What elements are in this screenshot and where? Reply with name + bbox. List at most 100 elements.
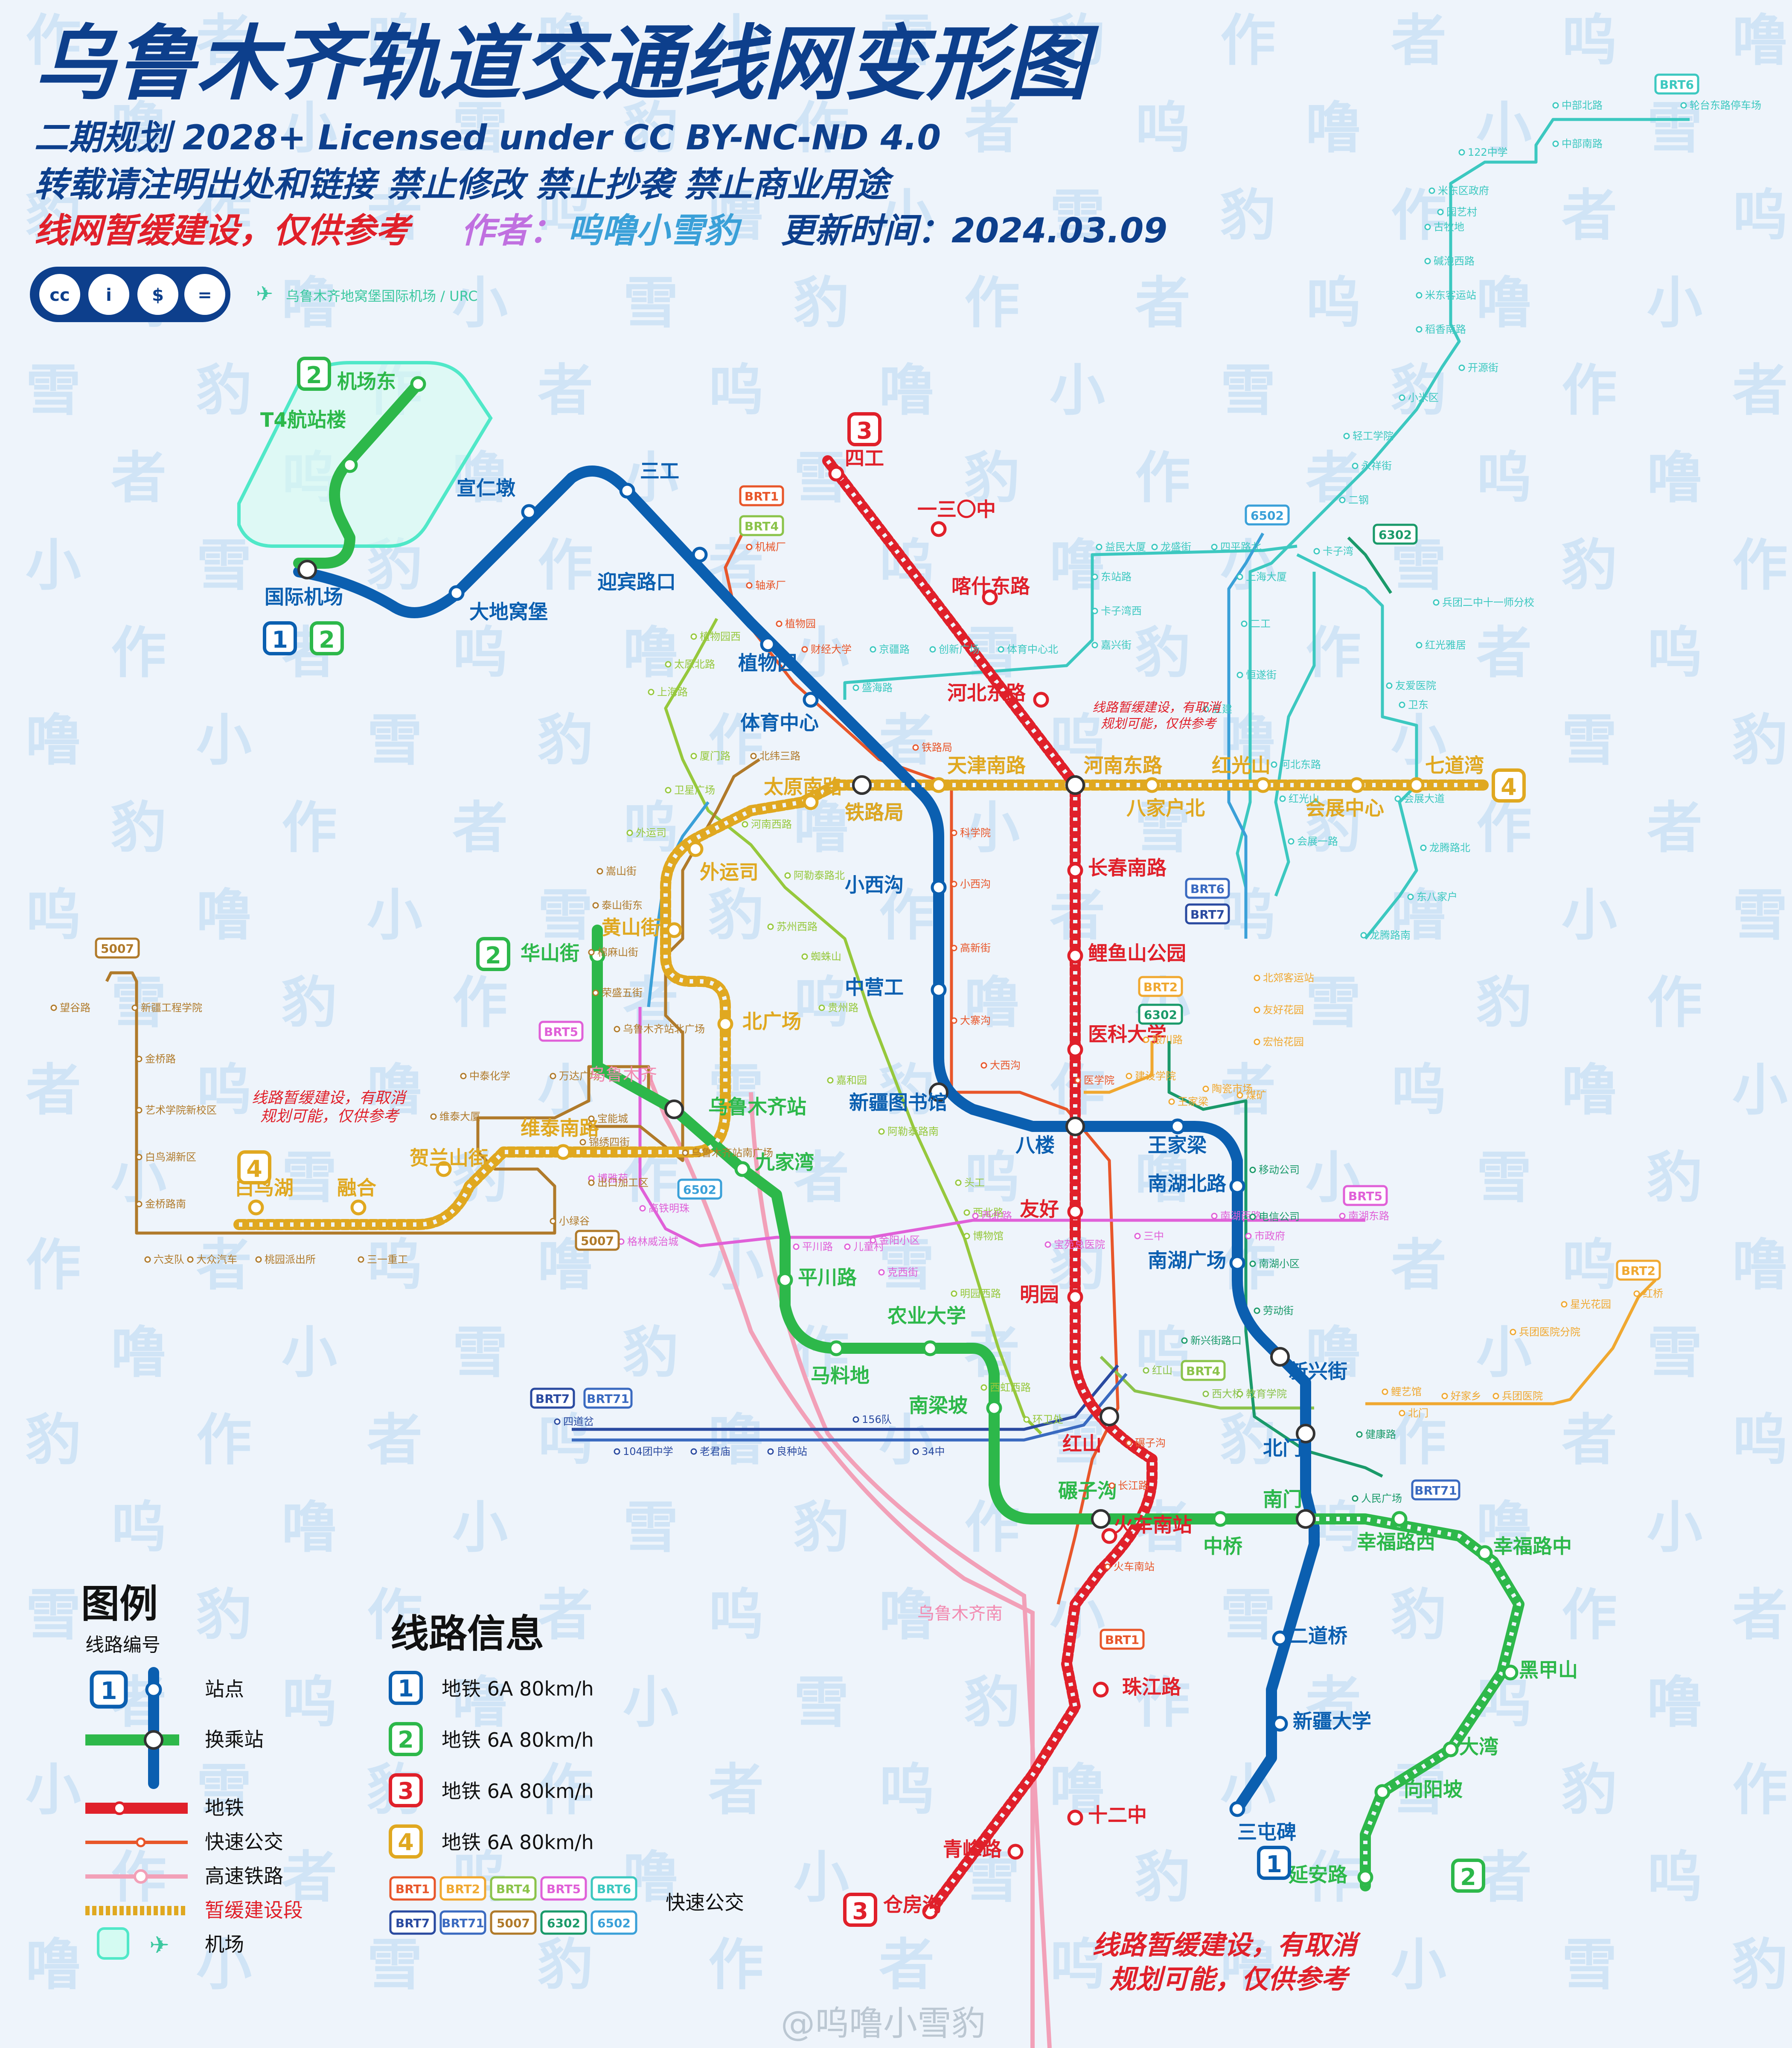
- line2-station-dot[interactable]: [1443, 1741, 1459, 1757]
- line4-station-dot[interactable]: [717, 1016, 733, 1032]
- line4-station-dot[interactable]: [666, 922, 682, 938]
- line1-station-dot[interactable]: [1272, 1716, 1288, 1732]
- watermark-glyph: 者: [196, 8, 252, 73]
- line1-station-dot[interactable]: [1229, 1255, 1245, 1271]
- line4-station-label: 黄山街: [602, 916, 660, 939]
- line1-station-dot[interactable]: [1065, 1117, 1085, 1136]
- line4-station-dot[interactable]: [931, 777, 947, 793]
- line4-station-label: 七道湾: [1425, 754, 1484, 777]
- map-line-badges: 2 1 2 3 2 4 4 1 2 3: [237, 357, 1526, 1927]
- brt6-stop-dot: [929, 646, 936, 653]
- line1-station-dot[interactable]: [803, 692, 819, 708]
- line3-station-dot[interactable]: [931, 521, 947, 537]
- l5007-stop-dot: [550, 1073, 556, 1079]
- line3-station-dot[interactable]: [1067, 948, 1083, 964]
- line3-station-dot[interactable]: [1067, 1289, 1083, 1305]
- line2-station-dot[interactable]: [1391, 1511, 1408, 1527]
- line3-station-dot[interactable]: [1007, 1844, 1024, 1860]
- brt6-stop-label: 龙腾路北: [1429, 842, 1470, 854]
- line2-station-dot[interactable]: [1502, 1664, 1519, 1681]
- line1-station-dot[interactable]: [1229, 1178, 1245, 1194]
- line4-station-dot[interactable]: [852, 775, 872, 795]
- brt1-stop-dot: [746, 544, 753, 550]
- line2-station-dot[interactable]: [664, 1100, 684, 1119]
- watermark-glyph: 作: [1391, 183, 1446, 248]
- line4-station-dot[interactable]: [1349, 777, 1365, 793]
- badge-line3-south: 3: [852, 1898, 868, 1925]
- brt5-stop-label: 博雅苑: [597, 1172, 628, 1184]
- brt6-stop-dot: [1420, 844, 1427, 851]
- line4-station-dot[interactable]: [1065, 775, 1085, 795]
- brt4-stop-dot: [1236, 1391, 1243, 1397]
- line3-station-dot[interactable]: [1067, 862, 1083, 879]
- line1-station-dot[interactable]: [1169, 1118, 1186, 1135]
- brt-badge: [389, 1910, 436, 1935]
- line1-station-dot[interactable]: [448, 585, 465, 601]
- line2-station-dot[interactable]: [1357, 1869, 1373, 1885]
- line1-station-dot[interactable]: [297, 560, 317, 579]
- line1-station-dot[interactable]: [931, 982, 947, 998]
- line3-station-dot[interactable]: [1033, 692, 1049, 708]
- line1-station-dot[interactable]: [1272, 1630, 1288, 1647]
- line4-station-dot[interactable]: [1144, 777, 1160, 793]
- line4-station-dot[interactable]: [1408, 777, 1425, 793]
- watermark-glyph: 作: [964, 271, 1020, 335]
- brt5-stop-label: 宝苑总医院: [1054, 1239, 1105, 1251]
- line4-station-dot[interactable]: [436, 1161, 452, 1177]
- brt6-stop-label: 友爱医院: [1395, 680, 1436, 692]
- line1-station-dot[interactable]: [931, 879, 947, 896]
- line3-station-dot[interactable]: [1100, 1407, 1119, 1426]
- badge-line1-south: 1: [1266, 1851, 1282, 1878]
- line3-station-dot[interactable]: [1067, 1809, 1083, 1826]
- line1-station-dot[interactable]: [1296, 1424, 1315, 1443]
- line1-station-dot[interactable]: [692, 547, 708, 563]
- watermark-glyph: 作: [1647, 970, 1702, 1035]
- line3-station-dot[interactable]: [922, 1903, 938, 1920]
- l6302-stop-dot: [1352, 1495, 1359, 1502]
- brt6-stop-label: 碱泡西路: [1434, 255, 1475, 267]
- line2-station-dot[interactable]: [1477, 1545, 1493, 1561]
- line2-station-dot[interactable]: [1091, 1509, 1111, 1529]
- line1-station-dot[interactable]: [760, 636, 776, 652]
- line1-station-dot[interactable]: [929, 1082, 948, 1102]
- line3-station-dot[interactable]: [828, 465, 844, 482]
- watermark-glyph: 作: [111, 620, 166, 685]
- line2-station-dot[interactable]: [1296, 1509, 1315, 1529]
- watermark-glyph: 豹: [1306, 795, 1361, 860]
- line4-station-dot[interactable]: [687, 841, 704, 857]
- line1-station-dot[interactable]: [1270, 1347, 1290, 1367]
- line-info-badge-number: 4: [398, 1829, 414, 1856]
- watermark-glyph: 雪: [708, 1058, 764, 1123]
- line1-station-dot[interactable]: [521, 504, 537, 520]
- line2-station-dot[interactable]: [342, 457, 358, 473]
- brt3-stop-label: 植物园西: [700, 631, 741, 643]
- line3-station-dot[interactable]: [1101, 1528, 1117, 1544]
- line3-station-dot[interactable]: [982, 589, 998, 605]
- line4-station-dot[interactable]: [1255, 777, 1271, 793]
- line2-station-dot[interactable]: [1374, 1784, 1391, 1800]
- line2-station-dot[interactable]: [410, 376, 426, 392]
- brt5-stop-dot: [1211, 1213, 1218, 1219]
- line2-station-dot[interactable]: [986, 1400, 1002, 1416]
- line1-station-dot[interactable]: [1229, 1801, 1245, 1817]
- brt2-stop-label: 银川路: [1152, 1034, 1183, 1046]
- line4-station-dot[interactable]: [803, 794, 819, 810]
- watermark-glyph: 雪: [452, 96, 508, 160]
- line4-station-dot[interactable]: [350, 1199, 367, 1216]
- brt3-stop-dot: [951, 1290, 957, 1297]
- line4-station-dot[interactable]: [555, 1144, 571, 1160]
- line3-station-dot[interactable]: [1067, 1041, 1083, 1058]
- brt1-stop-label: 科学院: [960, 827, 991, 839]
- line2-station-label: 南梁坡: [909, 1394, 968, 1417]
- line3-station-dot[interactable]: [1067, 1204, 1083, 1220]
- line3-station-dot[interactable]: [1093, 1681, 1109, 1698]
- line2-station-dot[interactable]: [828, 1340, 844, 1356]
- brt6-stop-dot: [1339, 497, 1346, 503]
- line2-station-dot[interactable]: [1212, 1511, 1228, 1527]
- line2-station-dot[interactable]: [922, 1340, 938, 1356]
- line2-station-dot[interactable]: [777, 1272, 793, 1288]
- line1-station-dot[interactable]: [619, 483, 635, 499]
- line2-station-dot[interactable]: [734, 1161, 751, 1177]
- line4-station-dot[interactable]: [248, 1199, 264, 1216]
- line3-station-label: 医科大学: [1088, 1023, 1167, 1046]
